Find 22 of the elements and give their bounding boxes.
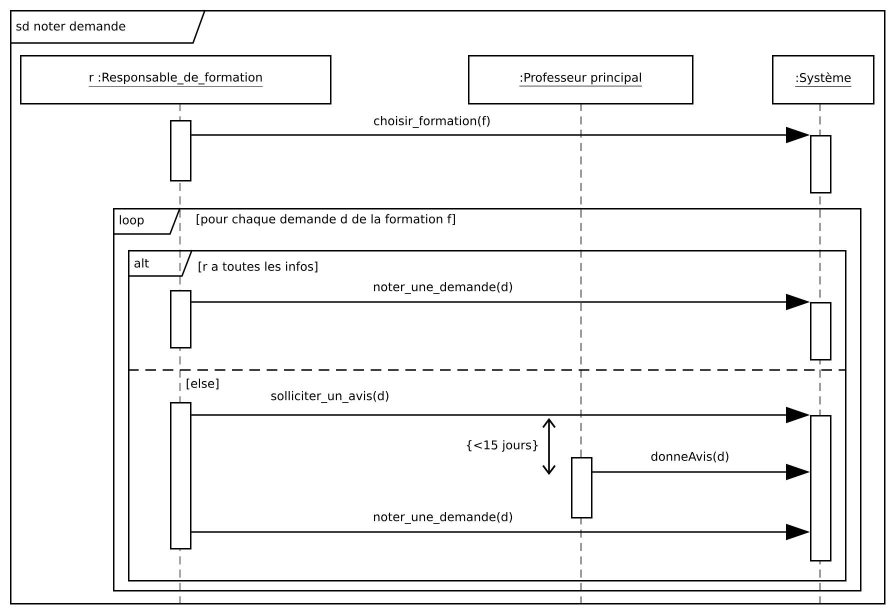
frame-tab: sd noter demande [10, 10, 206, 44]
lifeline-head: :Professeur principal [468, 55, 694, 104]
frame-tab: alt [128, 250, 193, 277]
lifeline-head: :Système [772, 55, 874, 104]
message-label: noter_une_demande(d) [372, 280, 514, 296]
activation-bar [170, 402, 192, 550]
duration-constraint: {<15 jours} [466, 440, 538, 452]
message-label: donneAvis(d) [649, 450, 731, 464]
frame-tab: loop [113, 208, 181, 235]
activation-bar [170, 120, 192, 182]
activation-bar [810, 135, 832, 194]
message-label: choisir_formation(f) [372, 114, 492, 130]
activation-bar [810, 302, 832, 360]
activation-bar [571, 457, 592, 518]
guard-text: [else] [186, 378, 218, 390]
message-label: solliciter_un_avis(d) [269, 390, 391, 404]
guard-text: [pour chaque demande d de la formation f] [196, 214, 455, 226]
activation-bar [810, 415, 832, 562]
activation-bar [170, 290, 192, 348]
guard-text: [r a toutes les infos] [198, 262, 318, 272]
message-label: noter_une_demande(d) [372, 510, 514, 526]
lifeline-head: r :Responsable_de_formation [20, 55, 332, 104]
